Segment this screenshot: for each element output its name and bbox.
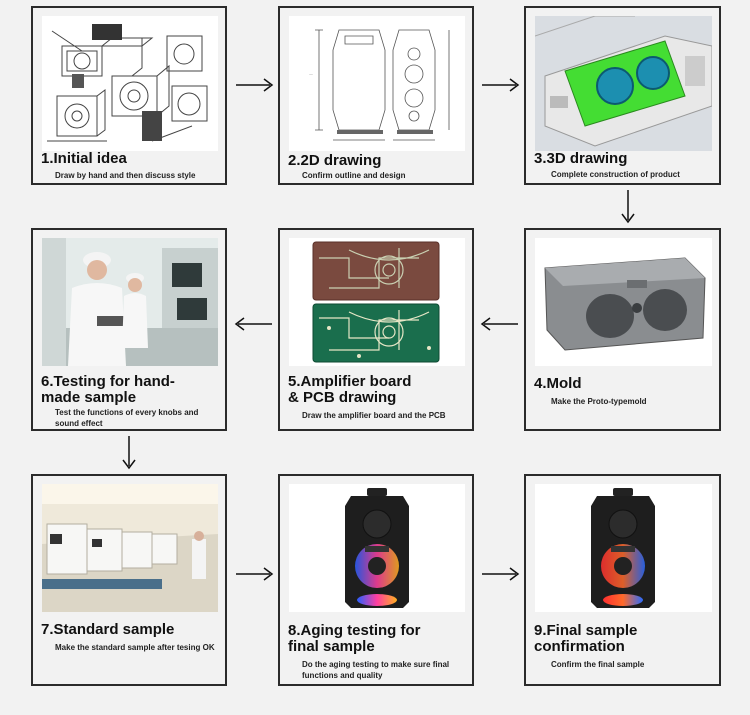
step-card-8: 8.Aging testing for final sample Do the …: [278, 474, 474, 686]
arrow-right-2: [482, 78, 520, 92]
hand-sketch-image: [42, 16, 218, 151]
step-desc-4: Make the Proto-typemold: [551, 397, 647, 406]
step-desc-5: Draw the amplifier board and the PCB: [302, 411, 446, 420]
step-desc-2: Confirm outline and design: [302, 171, 406, 180]
step-desc-1: Draw by hand and then discuss style: [55, 171, 196, 180]
step-title-5: 5.Amplifier board & PCB drawing: [288, 373, 412, 406]
step-title-8: 8.Aging testing for final sample: [288, 622, 421, 655]
step-card-5: 5.Amplifier board & PCB drawing Draw the…: [278, 228, 474, 431]
step-title-4: 4.Mold: [534, 375, 582, 392]
step-card-2: — 2.2D drawing Confirm outline and desig…: [278, 6, 474, 185]
step-title-3: 3.3D drawing: [534, 150, 628, 167]
step-card-4: 4.Mold Make the Proto-typemold: [524, 228, 721, 431]
step-title-2: 2.2D drawing: [288, 152, 382, 169]
factory-testing-image: [42, 238, 218, 366]
arrow-down-1: [621, 190, 635, 224]
step-desc-6: Test the functions of every knobs and so…: [55, 408, 199, 428]
step-desc-9: Confirm the final sample: [551, 660, 645, 669]
production-line-image: [42, 484, 218, 612]
step-desc-3: Complete construction of product: [551, 170, 680, 179]
arrow-down-2: [122, 436, 136, 470]
svg-text:—: —: [309, 72, 313, 77]
step-card-7: 7.Standard sample Make the standard samp…: [31, 474, 227, 686]
step-title-6: 6.Testing for hand- made sample: [41, 373, 175, 406]
step-title-1: 1.Initial idea: [41, 150, 127, 167]
speaker-final-image: [535, 484, 712, 612]
mold-image: [535, 238, 712, 366]
step-title-9: 9.Final sample confirmation: [534, 622, 638, 655]
2d-drawing-image: —: [289, 16, 465, 151]
arrow-left-2: [480, 317, 518, 331]
step-card-6: 6.Testing for hand- made sample Test the…: [31, 228, 227, 431]
speaker-aging-image: [289, 484, 465, 612]
arrow-left-1: [234, 317, 272, 331]
step-desc-7: Make the standard sample after tesing OK: [55, 643, 215, 652]
step-title-7: 7.Standard sample: [41, 621, 175, 638]
pcb-boards-image: [289, 238, 465, 366]
3d-drawing-image: [535, 16, 712, 151]
step-desc-8: Do the aging testing to make sure final …: [302, 660, 450, 680]
step-card-9: 9.Final sample confirmation Confirm the …: [524, 474, 721, 686]
step-card-3: 3.3D drawing Complete construction of pr…: [524, 6, 721, 185]
arrow-right-1: [236, 78, 274, 92]
arrow-right-3: [236, 567, 274, 581]
arrow-right-4: [482, 567, 520, 581]
step-card-1: 1.Initial idea Draw by hand and then dis…: [31, 6, 227, 185]
